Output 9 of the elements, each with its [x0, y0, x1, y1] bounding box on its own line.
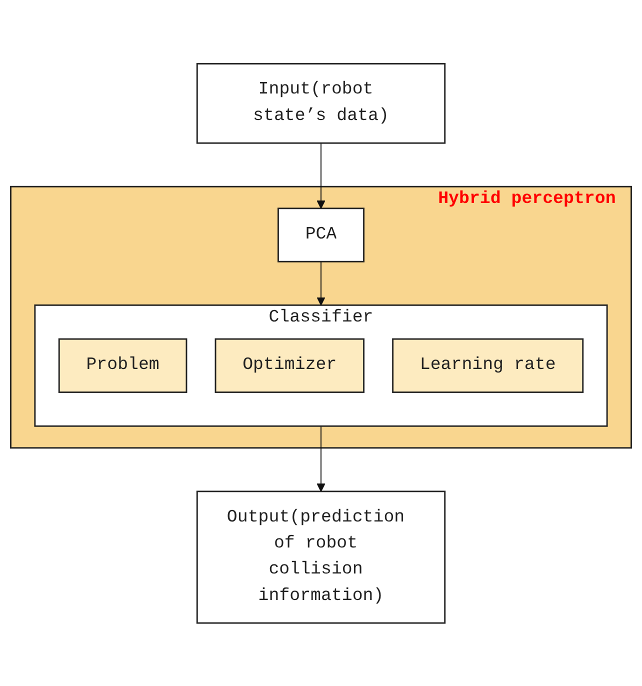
- node-box: Problem: [58, 338, 188, 393]
- node-box: Learning rate: [392, 338, 584, 393]
- arrow: [316, 142, 326, 208]
- arrow: [316, 425, 326, 492]
- node-box: PCA: [278, 207, 364, 262]
- node-box: Output(prediction of robot collision information): [196, 490, 446, 624]
- node-box: Optimizer: [214, 338, 364, 393]
- node-box: Input(robot state’s data): [196, 62, 446, 144]
- arrow: [316, 260, 326, 306]
